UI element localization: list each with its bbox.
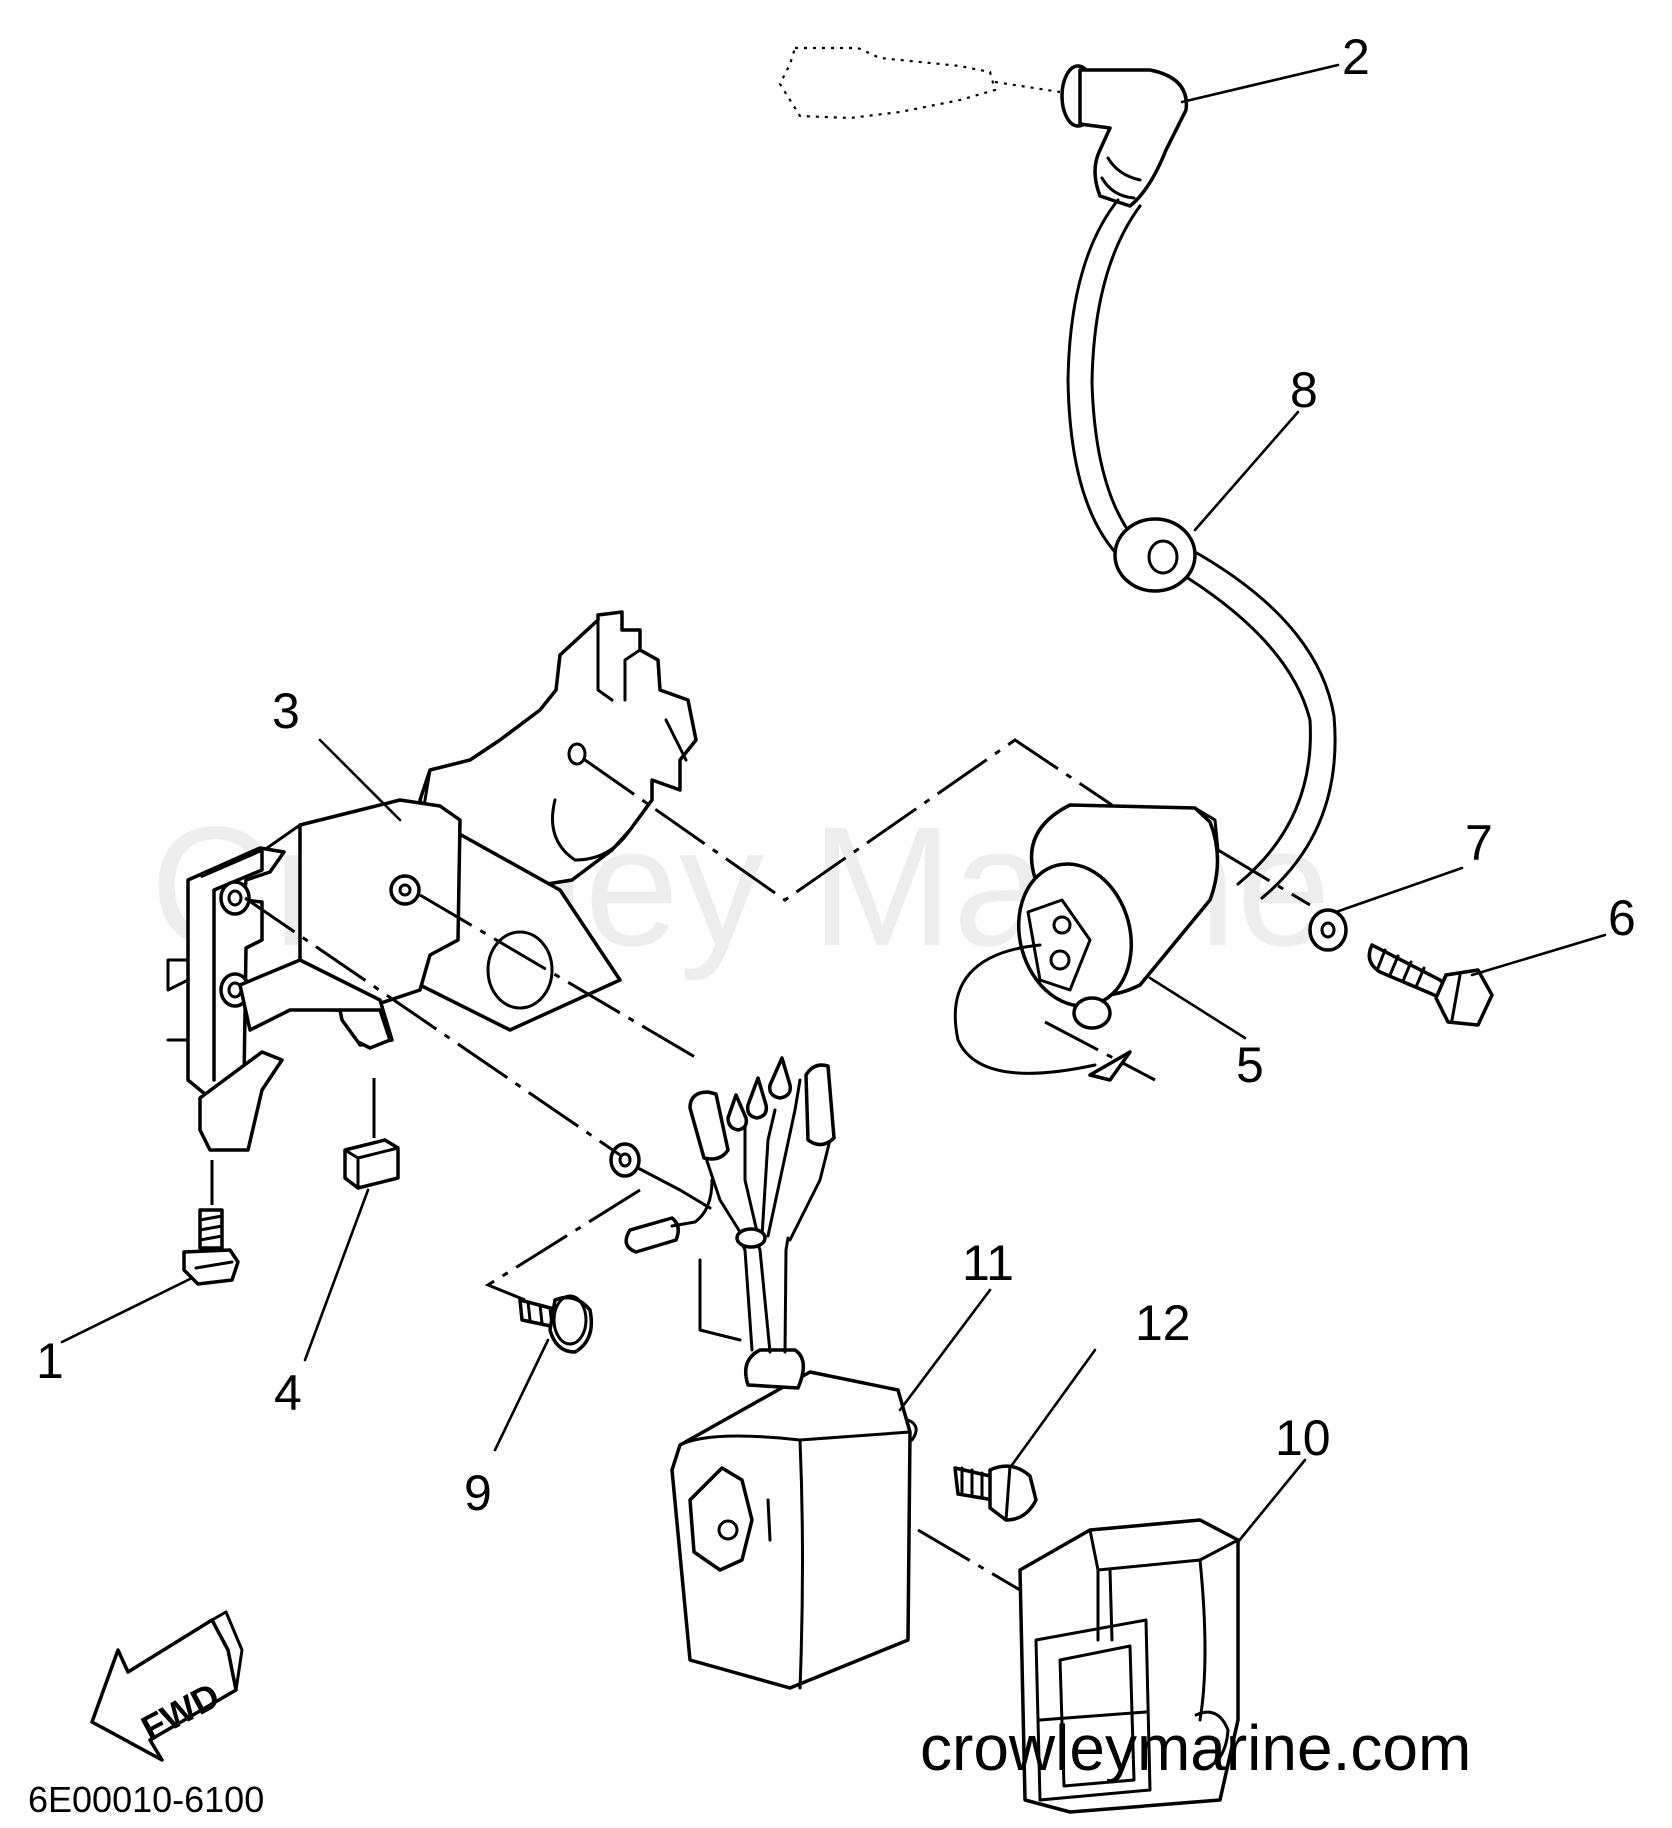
callout-labels: 1 2 3 4 5 6 7 8 9 10 11 12: [36, 29, 1636, 1521]
callout-2: 2: [1342, 29, 1370, 85]
callout-3: 3: [272, 683, 300, 739]
leader-lines: [60, 63, 1607, 1544]
callout-10: 10: [1275, 1410, 1331, 1466]
left-plate: [166, 846, 394, 1152]
callout-9: 9: [464, 1465, 492, 1521]
flange-bolt: [182, 1160, 240, 1286]
cdi-cover: [1018, 1518, 1240, 1814]
callout-12: 12: [1135, 1295, 1191, 1351]
cdi-bolt: [953, 1464, 1038, 1522]
mounting-bracket: [248, 610, 698, 1032]
wire-harness: [609, 1056, 836, 1390]
washer: [1308, 908, 1348, 952]
callout-1: 1: [36, 1333, 64, 1389]
forward-direction-arrow: FWD: [90, 1610, 244, 1762]
callout-4: 4: [274, 1365, 302, 1421]
reference-lines: [244, 738, 1311, 1592]
rubber-block: [343, 1078, 400, 1190]
callout-11: 11: [962, 1235, 1014, 1291]
callout-5: 5: [1236, 1037, 1264, 1093]
cdi-screw: [518, 1294, 594, 1354]
grommet: [1113, 517, 1197, 593]
callout-8: 8: [1290, 362, 1318, 418]
cdi-unit: [670, 1370, 918, 1690]
high-tension-cable: [1066, 198, 1337, 900]
callout-6: 6: [1608, 890, 1636, 946]
callout-7: 7: [1465, 815, 1493, 871]
coil-bolt: [1367, 943, 1494, 1027]
spark-plug-cap: [1060, 64, 1189, 208]
spark-plug-reference: [778, 46, 1061, 120]
drawing-number: 6E00010-6100: [28, 1779, 264, 1820]
ignition-coil: [953, 803, 1220, 1082]
site-url: crowleymarine.com: [920, 1712, 1471, 1784]
